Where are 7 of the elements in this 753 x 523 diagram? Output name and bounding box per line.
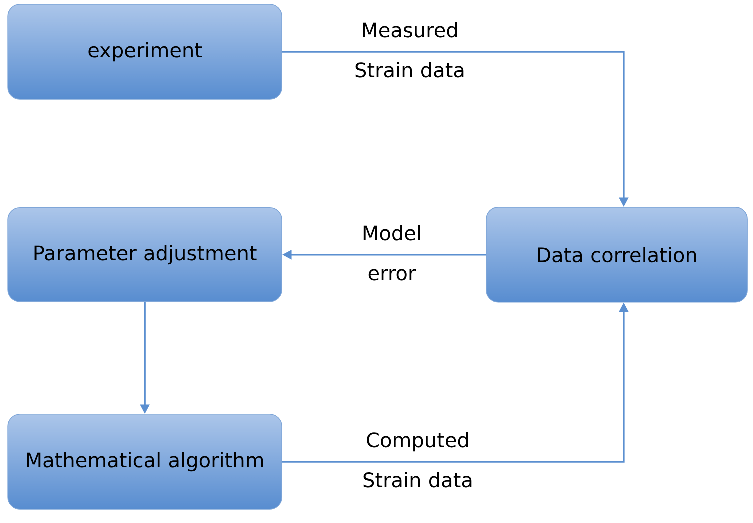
process-box: experiment — [8, 4, 282, 100]
process-box: Mathematical algorithm — [8, 414, 282, 510]
process-box: Data correlation — [486, 207, 748, 303]
edge-label: Model error — [364, 225, 420, 281]
edge-label: Measured Strain data — [356, 22, 464, 78]
edge-label: Computed Strain data — [364, 432, 472, 488]
process-box: Parameter adjustment — [8, 208, 282, 302]
